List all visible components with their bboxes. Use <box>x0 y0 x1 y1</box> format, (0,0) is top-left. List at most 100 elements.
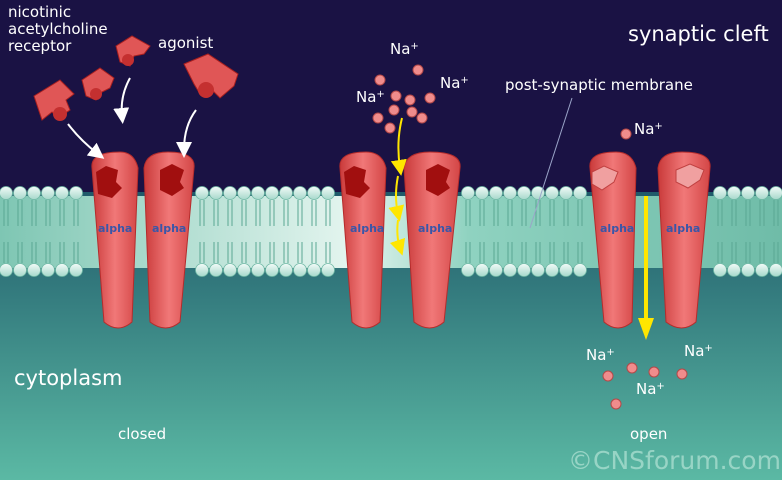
lipid-head <box>237 186 251 200</box>
lipid-head <box>0 186 13 200</box>
lipid-head <box>321 186 335 200</box>
lipid-head <box>489 186 503 200</box>
white-curved-arrow-icon <box>67 123 105 159</box>
lipid-head <box>265 263 279 277</box>
membrane-lipid-heads-top <box>0 186 782 226</box>
lipid-head <box>769 186 782 200</box>
open-state-label: open <box>630 425 668 443</box>
lipid-head <box>545 263 559 277</box>
lipid-head <box>27 186 41 200</box>
lipid-head <box>279 263 293 277</box>
membrane-lipid-heads-bottom <box>0 242 782 277</box>
membrane-label: post-synaptic membrane <box>505 76 693 94</box>
alpha-subunit-label: alpha <box>152 222 187 235</box>
lipid-head <box>559 186 573 200</box>
sodium-ions-cluster <box>372 64 436 134</box>
lipid-head <box>531 263 545 277</box>
lipid-head <box>251 186 265 200</box>
white-curved-arrow-icon <box>176 109 197 158</box>
yellow-arrow-icon <box>388 175 405 222</box>
receptor-label: nicotinic acetylcholine receptor <box>8 3 108 55</box>
lipid-head <box>209 263 223 277</box>
lipid-head <box>69 263 83 277</box>
agonist-molecule <box>183 53 239 99</box>
binding-site-bound <box>344 166 370 198</box>
na-label: Na+ <box>440 74 469 92</box>
lipid-head <box>55 186 69 200</box>
receptor-opening <box>339 151 461 329</box>
receptor-open <box>589 151 711 329</box>
lipid-head <box>293 186 307 200</box>
lipid-head <box>517 186 531 200</box>
yellow-arrow-icon <box>390 117 407 176</box>
lipid-head <box>13 263 27 277</box>
binding-site-bound <box>426 164 450 196</box>
alpha-subunit-label: alpha <box>600 222 635 235</box>
alpha-subunit-label: alpha <box>666 222 701 235</box>
lipid-head <box>573 186 587 200</box>
binding-site-empty <box>675 163 705 189</box>
lipid-head <box>503 186 517 200</box>
sodium-ions-cytoplasm <box>602 362 688 410</box>
binding-site-bound <box>160 164 184 196</box>
lipid-head <box>195 186 209 200</box>
closed-state-label: closed <box>118 425 167 443</box>
binding-site-empty <box>591 165 619 191</box>
na-label: Na+ <box>634 120 663 138</box>
lipid-head <box>517 263 531 277</box>
binding-site-bound <box>96 166 122 198</box>
lipid-head <box>209 186 223 200</box>
cytoplasm-label: cytoplasm <box>14 366 123 390</box>
lipid-head <box>713 186 727 200</box>
yellow-arrow-icon <box>389 219 406 256</box>
lipid-head <box>41 186 55 200</box>
lipid-head <box>279 186 293 200</box>
lipid-head <box>475 186 489 200</box>
lipid-head <box>265 186 279 200</box>
synaptic-cleft-label: synaptic cleft <box>628 22 769 46</box>
lipid-head <box>55 263 69 277</box>
lipid-head <box>41 263 55 277</box>
yellow-arrow-icon <box>638 318 654 340</box>
agonist-molecule <box>115 35 151 67</box>
lipid-head <box>475 263 489 277</box>
agonist-label: agonist <box>158 34 214 52</box>
lipid-head <box>531 186 545 200</box>
alpha-subunit-label: alpha <box>418 222 453 235</box>
agonist-molecule <box>33 79 75 121</box>
lipid-head <box>461 263 475 277</box>
lipid-head <box>237 263 251 277</box>
subunit-right <box>143 151 195 329</box>
na-label: Na+ <box>356 88 385 106</box>
lipid-head <box>0 263 13 277</box>
lipid-head <box>755 263 769 277</box>
copyright-text: ©CNSforum.com <box>568 446 781 475</box>
sodium-ion <box>620 128 632 140</box>
lipid-head <box>727 263 741 277</box>
lipid-head <box>307 263 321 277</box>
lipid-head <box>461 186 475 200</box>
lipid-head <box>573 263 587 277</box>
lipid-head <box>251 263 265 277</box>
lipid-head <box>27 263 41 277</box>
lipid-head <box>195 263 209 277</box>
lipid-head <box>307 186 321 200</box>
lipid-head <box>545 186 559 200</box>
lipid-head <box>769 263 782 277</box>
lipid-head <box>559 263 573 277</box>
lipid-head <box>223 263 237 277</box>
lipid-head <box>741 263 755 277</box>
lipid-head <box>755 186 769 200</box>
na-label: Na+ <box>684 342 713 360</box>
lipid-head <box>489 263 503 277</box>
lipid-head <box>223 186 237 200</box>
lipid-head <box>503 263 517 277</box>
na-label: Na+ <box>390 40 419 58</box>
lipid-head <box>69 186 83 200</box>
subunit-right <box>403 151 461 329</box>
lipid-head <box>741 186 755 200</box>
agonist-molecule <box>81 67 115 101</box>
alpha-subunit-label: alpha <box>350 222 385 235</box>
